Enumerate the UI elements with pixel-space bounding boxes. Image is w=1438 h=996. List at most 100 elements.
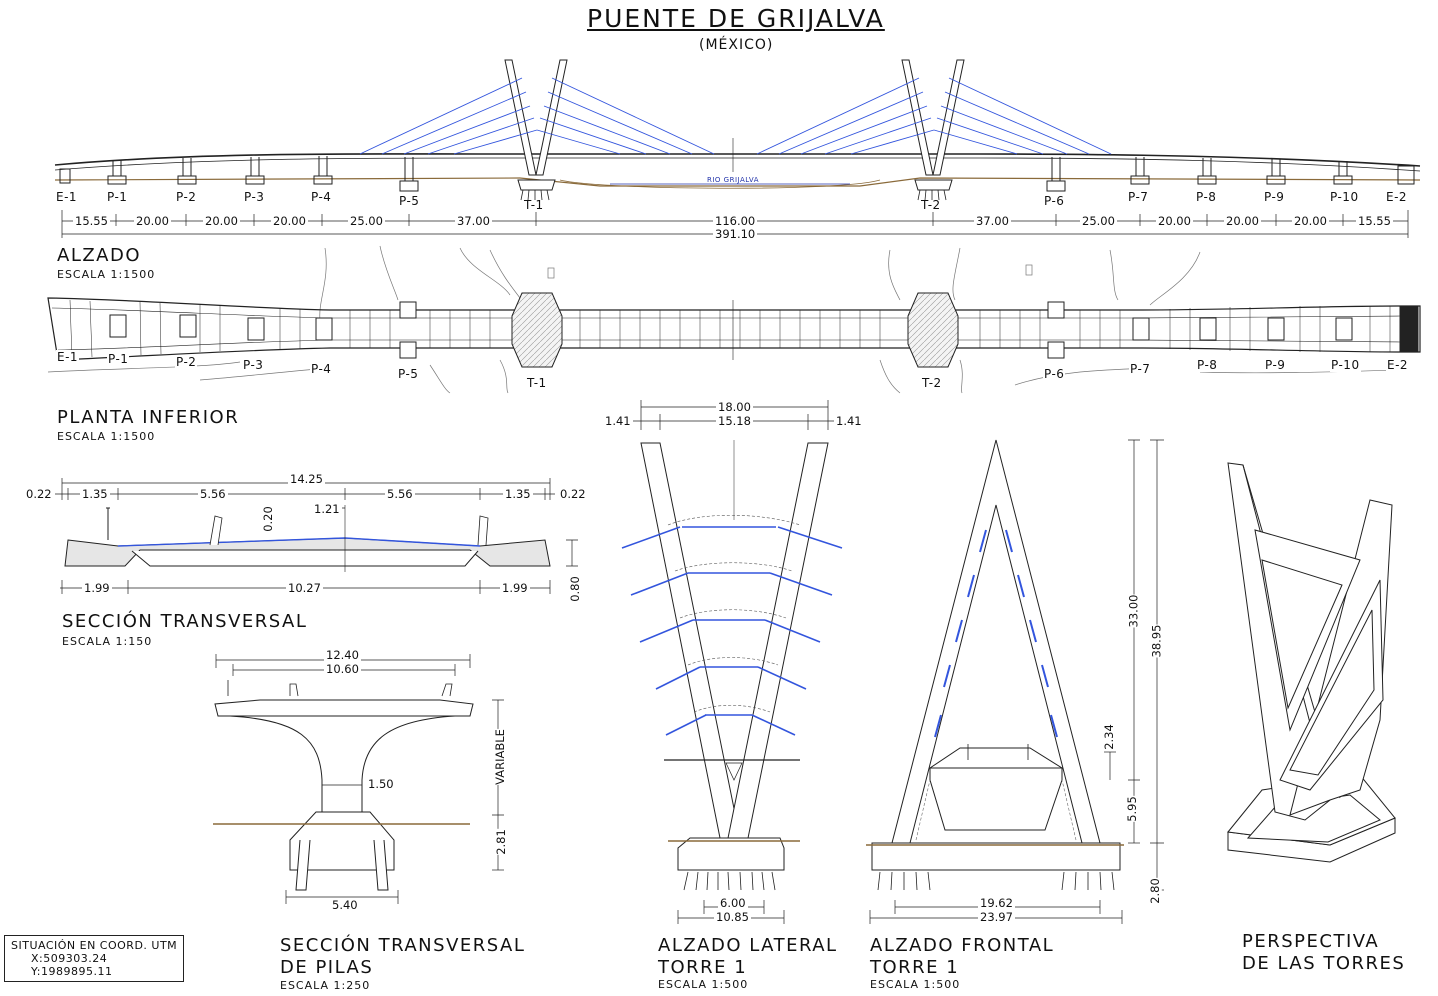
elevation-title: ALZADO: [57, 245, 142, 266]
section-scale: ESCALA 1:150: [62, 635, 153, 648]
river-label: RIO GRIJALVA: [707, 176, 760, 184]
section-total-width: 14.25: [288, 472, 325, 486]
plan-title: PLANTA INFERIOR: [57, 407, 240, 428]
lateral-dim: 10.85: [714, 910, 751, 924]
pier-title-line1: SECCIÓN TRANSVERSAL: [280, 935, 526, 956]
frontal-dim: 23.97: [978, 910, 1015, 924]
span-dimension: 20.00: [1156, 214, 1193, 228]
frontal-title-line1: ALZADO FRONTAL: [870, 935, 1055, 956]
support-label: E-1: [56, 190, 78, 204]
pier-dim: VARIABLE: [492, 729, 507, 785]
tower-perspective: [1227, 462, 1396, 863]
span-dimension: 20.00: [1224, 214, 1261, 228]
utm-x: X:509303.24: [31, 952, 108, 965]
plan-support-label: P-1: [107, 352, 130, 366]
plan-support-label: P-4: [310, 362, 333, 376]
plan-support-label: P-3: [242, 358, 265, 372]
utm-heading: SITUACIÓN EN COORD. UTM: [11, 939, 178, 952]
section-dim: 1.35: [503, 487, 533, 501]
plan-support-label: P-9: [1264, 358, 1287, 372]
drawing-title: PUENTE DE GRIJALVA: [587, 4, 885, 33]
section-dim: 0.20: [260, 506, 275, 532]
plan-support-label: P-7: [1129, 362, 1152, 376]
total-length: 391.10: [713, 227, 758, 241]
plan-scale: ESCALA 1:1500: [57, 430, 156, 443]
plan-support-label: P-5: [397, 367, 420, 381]
lateral-title-line1: ALZADO LATERAL: [658, 935, 838, 956]
pier-dim: 10.60: [324, 662, 361, 676]
span-dimension: 15.55: [1356, 214, 1393, 228]
support-label: P-4: [311, 190, 332, 204]
lateral-dim: 15.18: [716, 414, 753, 428]
support-label: P-3: [244, 190, 265, 204]
lateral-title-line2: TORRE 1: [658, 957, 748, 978]
frontal-dim: 2.34: [1101, 724, 1116, 750]
section-dim: 1.21: [312, 502, 342, 516]
tower-side-elevation: [620, 400, 850, 924]
support-label: P-10: [1330, 190, 1359, 204]
perspective-title-line1: PERSPECTIVA: [1242, 931, 1380, 952]
frontal-dim: 33.00: [1126, 594, 1141, 628]
cross-section-drawing: [55, 478, 578, 594]
tower-front-elevation: [866, 439, 1164, 924]
pier-scale: ESCALA 1:250: [280, 979, 371, 992]
pier-dim: 2.81: [493, 829, 508, 855]
span-dimension: 25.00: [348, 214, 385, 228]
span-dimension: 37.00: [455, 214, 492, 228]
section-dim: 0.80: [567, 576, 582, 602]
frontal-dim: 2.80: [1147, 878, 1162, 904]
span-dimension: 15.55: [73, 214, 110, 228]
support-label: P-6: [1044, 194, 1065, 208]
span-dimension: 20.00: [1292, 214, 1329, 228]
section-dim: 1.99: [82, 581, 112, 595]
pier-section-drawing: [213, 654, 504, 904]
span-dimension: 20.00: [271, 214, 308, 228]
support-label: T-2: [921, 198, 941, 212]
section-dim: 0.22: [558, 487, 588, 501]
section-dim: 5.56: [385, 487, 415, 501]
elevation-drawing: [54, 59, 1421, 238]
section-dim: 0.22: [24, 487, 54, 501]
section-dim: 10.27: [286, 581, 323, 595]
support-label: P-1: [107, 190, 128, 204]
lateral-dim: 18.00: [716, 400, 753, 414]
plan-drawing: [47, 245, 1421, 394]
plan-support-label: P-6: [1043, 367, 1066, 381]
frontal-dim: 19.62: [978, 896, 1015, 910]
lateral-dim: 6.00: [718, 896, 748, 910]
frontal-dim: 38.95: [1149, 624, 1164, 658]
support-label: P-9: [1264, 190, 1285, 204]
utm-coordinates-box: SITUACIÓN EN COORD. UTM X:509303.24 Y:19…: [4, 935, 185, 982]
support-label: T-1: [524, 198, 544, 212]
frontal-scale: ESCALA 1:500: [870, 978, 961, 991]
span-dimension: 37.00: [974, 214, 1011, 228]
pier-dim: 5.40: [330, 898, 360, 912]
frontal-title-line2: TORRE 1: [870, 957, 960, 978]
section-dim: 5.56: [198, 487, 228, 501]
support-label: P-5: [399, 194, 420, 208]
lateral-dim: 1.41: [834, 414, 864, 428]
pier-title-line2: DE PILAS: [280, 957, 374, 978]
plan-support-label: E-1: [56, 350, 80, 364]
utm-y: Y:1989895.11: [31, 965, 113, 978]
frontal-dim: 5.95: [1124, 796, 1139, 822]
span-dimension: 20.00: [203, 214, 240, 228]
support-label: E-2: [1386, 190, 1408, 204]
plan-support-label: P-2: [175, 355, 198, 369]
pier-dim: 12.40: [324, 648, 361, 662]
section-dim: 1.35: [80, 487, 110, 501]
span-dimension: 25.00: [1080, 214, 1117, 228]
support-label: P-8: [1196, 190, 1217, 204]
plan-support-label: T-1: [526, 376, 548, 390]
span-dimension: 20.00: [134, 214, 171, 228]
span-dimension: 116.00: [713, 214, 758, 228]
support-label: P-2: [176, 190, 197, 204]
section-title: SECCIÓN TRANSVERSAL: [62, 611, 308, 632]
lateral-scale: ESCALA 1:500: [658, 978, 749, 991]
drawing-subtitle: (MÉXICO): [699, 37, 774, 53]
support-label: P-7: [1128, 190, 1149, 204]
lateral-dim: 1.41: [603, 414, 633, 428]
section-dim: 1.99: [500, 581, 530, 595]
plan-support-label: P-10: [1330, 358, 1361, 372]
